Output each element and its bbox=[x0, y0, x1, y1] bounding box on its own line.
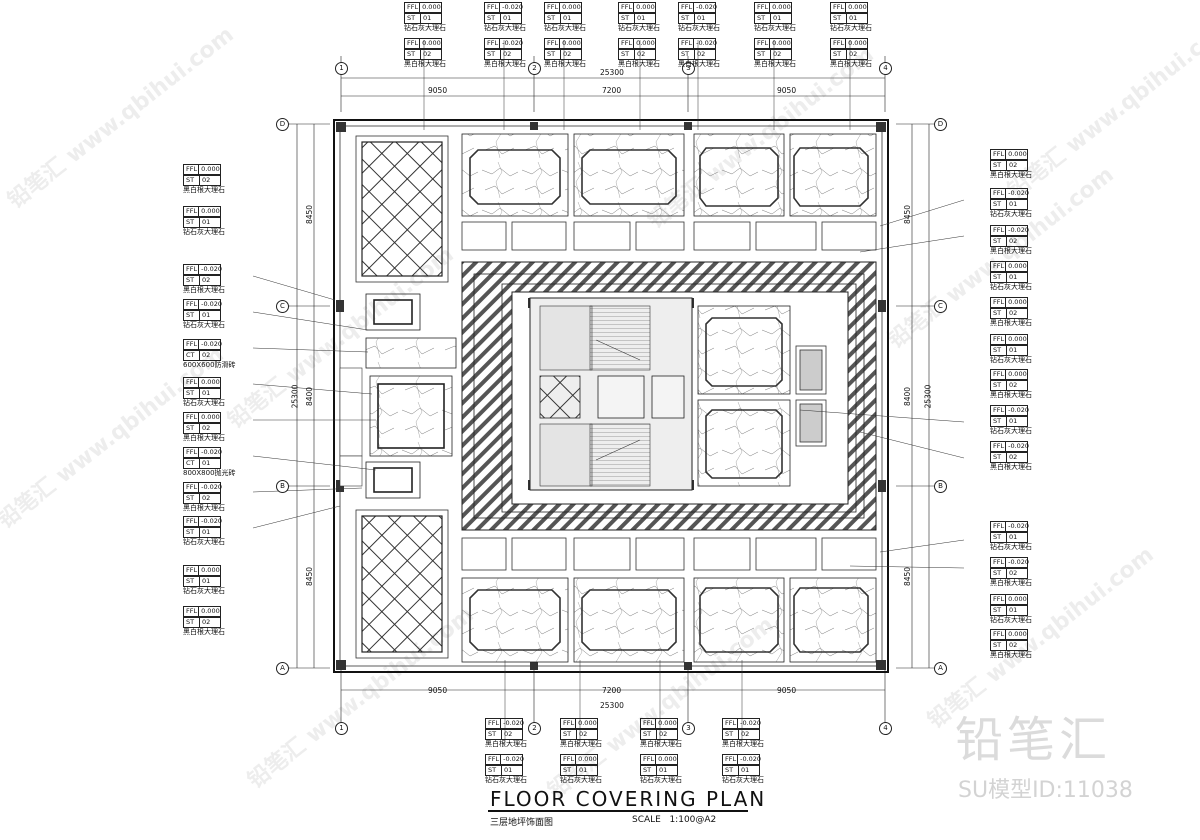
scale-label: SCALE bbox=[632, 815, 661, 825]
axis-col-2-bottom: 2 bbox=[528, 722, 541, 735]
drawing-title: FLOOR COVERING PLAN bbox=[490, 787, 767, 811]
building-outline bbox=[333, 119, 889, 673]
axis-col-1-bottom: 1 bbox=[335, 722, 348, 735]
dim-right-bottom: 9050 bbox=[777, 686, 797, 695]
dim-v-bot-right: 8450 bbox=[903, 566, 913, 587]
dim-v-mid-right: 8400 bbox=[903, 386, 913, 407]
dim-v-top-right: 8450 bbox=[903, 204, 913, 225]
model-id: SU模型ID:11038 bbox=[958, 778, 1133, 803]
axis-row-c-right: C bbox=[934, 300, 947, 313]
axis-row-b-right: B bbox=[934, 480, 947, 493]
dim-v-mid-left: 8400 bbox=[305, 386, 315, 407]
dim-overall-top: 25300 bbox=[600, 68, 624, 77]
axis-row-a-left: A bbox=[276, 662, 289, 675]
dim-left-bottom: 9050 bbox=[428, 686, 448, 695]
title-underline bbox=[488, 810, 748, 812]
dim-v-top-left: 8450 bbox=[305, 204, 315, 225]
top-dimension-lines bbox=[280, 56, 936, 722]
dim-v-overall-left: 25300 bbox=[290, 384, 300, 409]
axis-col-4-bottom: 4 bbox=[879, 722, 892, 735]
lattice-room-bottom bbox=[361, 515, 443, 653]
axis-col-3-top: 3 bbox=[682, 62, 695, 75]
service-strips bbox=[461, 221, 877, 571]
scale-value: 1:100@A2 bbox=[669, 815, 717, 825]
dim-middle-top: 7200 bbox=[602, 86, 622, 95]
axis-row-c-left: C bbox=[276, 300, 289, 313]
inner-rooms bbox=[697, 305, 791, 487]
chevron-corridor bbox=[461, 261, 877, 531]
axis-row-d-right: D bbox=[934, 118, 947, 131]
axis-col-3-bottom: 3 bbox=[682, 722, 695, 735]
dim-right-top: 9050 bbox=[777, 86, 797, 95]
drawing-scale: SCALE 1:100@A2 bbox=[632, 815, 716, 825]
axis-col-2-top: 2 bbox=[528, 62, 541, 75]
lattice-room-top bbox=[361, 141, 443, 277]
brand-logo: 铅笔汇 bbox=[955, 712, 1112, 768]
bottom-rooms bbox=[461, 577, 877, 663]
axis-row-d-left: D bbox=[276, 118, 289, 131]
drawing-subtitle: 三层地坪饰面图 bbox=[490, 818, 554, 828]
axis-col-1-top: 1 bbox=[335, 62, 348, 75]
axis-col-4-top: 4 bbox=[879, 62, 892, 75]
dim-middle-bottom: 7200 bbox=[602, 686, 622, 695]
axis-row-b-left: B bbox=[276, 480, 289, 493]
dim-v-overall-right: 25300 bbox=[923, 384, 933, 409]
dim-left-top: 9050 bbox=[428, 86, 448, 95]
dim-v-bot-left: 8450 bbox=[305, 566, 315, 587]
dim-overall-bottom: 25300 bbox=[600, 701, 624, 710]
axis-row-a-right: A bbox=[934, 662, 947, 675]
left-mid-rooms bbox=[365, 293, 457, 499]
